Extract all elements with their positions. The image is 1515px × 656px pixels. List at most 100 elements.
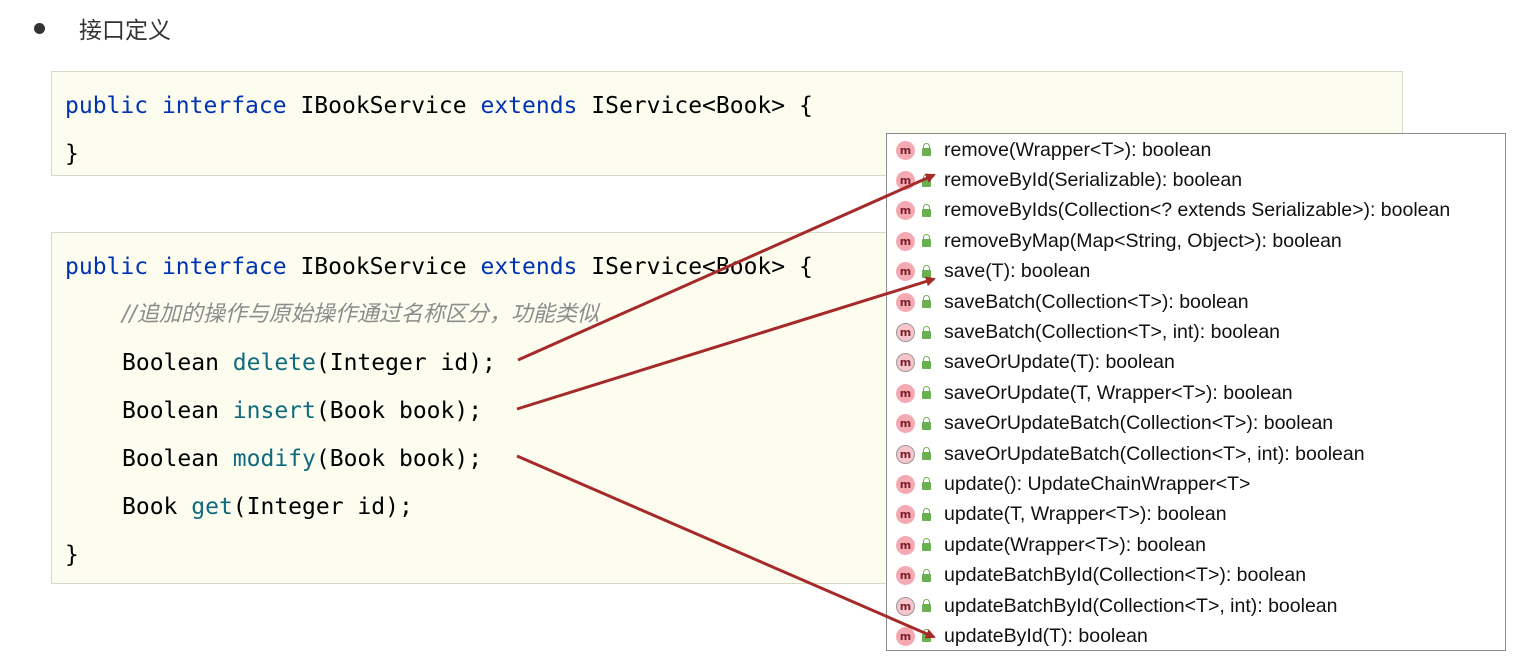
closing-brace: } [65, 141, 79, 167]
suggestion-label: saveBatch(Collection<T>, int): boolean [944, 321, 1281, 344]
public-access-icon [922, 234, 931, 248]
keyword-interface: interface [161, 254, 287, 280]
public-access-icon [922, 507, 931, 521]
method-line-insert: Boolean insert(Book book); [122, 391, 482, 431]
default-method-icon: m [896, 596, 915, 616]
return-type: Boolean [122, 350, 219, 376]
public-access-icon [922, 629, 931, 643]
method-icon: m [896, 535, 915, 555]
method-icon: m [896, 140, 915, 160]
code-comment: //追加的操作与原始操作通过名称区分，功能类似 [122, 294, 599, 334]
public-access-icon [922, 416, 931, 430]
suggestion-label: removeByMap(Map<String, Object>): boolea… [944, 229, 1342, 252]
code-line: } [65, 134, 79, 174]
suggestion-label: update(T, Wrapper<T>): boolean [944, 503, 1227, 526]
method-line-modify: Boolean modify(Book book); [122, 439, 482, 479]
method-name: modify [232, 446, 316, 472]
code-line: } [65, 535, 79, 575]
keyword-extends: extends [480, 254, 578, 280]
public-access-icon [922, 143, 931, 157]
suggestion-label: updateById(T): boolean [944, 624, 1148, 647]
keyword-interface: interface [161, 93, 287, 119]
default-method-icon: m [896, 353, 915, 373]
public-access-icon [922, 173, 931, 187]
return-type: Boolean [122, 398, 219, 424]
suggestion-item[interactable]: m removeByMap(Map<String, Object>): boole… [887, 226, 1505, 256]
method-icon: m [896, 292, 915, 312]
suggestion-item[interactable]: m saveOrUpdateBatch(Collection<T>, int): … [887, 439, 1505, 469]
suggestion-label: removeByIds(Collection<? extends Seriali… [944, 199, 1451, 222]
method-params: (Integer id); [232, 494, 413, 520]
method-icon: m [896, 474, 915, 494]
suggestion-item[interactable]: m saveBatch(Collection<T>): boolean [887, 287, 1505, 317]
suggestion-label: saveBatch(Collection<T>): boolean [944, 290, 1249, 313]
public-access-icon [922, 264, 931, 278]
method-params: (Book book); [315, 446, 483, 472]
comment-text: //追加的操作与原始操作通过名称区分，功能类似 [122, 302, 599, 327]
public-access-icon [922, 325, 931, 339]
method-icon: m [896, 262, 915, 282]
method-icon: m [896, 231, 915, 251]
suggestion-label: updateBatchById(Collection<T>, int): boo… [944, 594, 1338, 617]
suggestion-label: save(T): boolean [944, 260, 1091, 283]
method-icon: m [896, 566, 915, 586]
suggestion-item[interactable]: m remove(Wrapper<T>): boolean [887, 135, 1505, 165]
suggestion-item[interactable]: m saveBatch(Collection<T>, int): boolean [887, 317, 1505, 347]
suggestion-item[interactable]: m update(T, Wrapper<T>): boolean [887, 500, 1505, 530]
public-access-icon [922, 538, 931, 552]
suggestion-label: removeById(Serializable): boolean [944, 169, 1243, 192]
suggestion-item[interactable]: m updateBatchById(Collection<T>, int): bo… [887, 591, 1505, 621]
heading-text: 接口定义 [79, 18, 171, 44]
public-access-icon [922, 295, 931, 309]
return-type: Book [122, 494, 178, 520]
method-icon: m [896, 171, 915, 191]
bullet-icon [34, 22, 45, 34]
return-type: Boolean [122, 446, 219, 472]
superinterface: IService<Book> { [591, 93, 813, 119]
suggestion-label: update(): UpdateChainWrapper<T> [944, 472, 1251, 495]
method-icon: m [896, 383, 915, 403]
keyword-public: public [65, 254, 149, 280]
suggestion-label: saveOrUpdateBatch(Collection<T>): boolea… [944, 412, 1334, 435]
closing-brace: } [65, 542, 79, 568]
suggestion-label: update(Wrapper<T>): boolean [944, 533, 1206, 556]
method-params: (Book book); [315, 398, 483, 424]
suggestion-label: remove(Wrapper<T>): boolean [944, 138, 1212, 161]
suggestion-label: updateBatchById(Collection<T>): boolean [944, 564, 1307, 587]
suggestion-label: saveOrUpdateBatch(Collection<T>, int): b… [944, 442, 1365, 465]
method-name: get [191, 494, 233, 520]
superinterface: IService<Book> { [591, 254, 813, 280]
public-access-icon [922, 203, 931, 217]
heading: 接口定义 [34, 10, 171, 46]
public-access-icon [922, 599, 931, 613]
method-icon: m [896, 505, 915, 525]
public-access-icon [922, 568, 931, 582]
method-name: insert [232, 398, 316, 424]
keyword-public: public [65, 93, 149, 119]
suggestion-item[interactable]: m save(T): boolean [887, 257, 1505, 287]
public-access-icon [922, 355, 931, 369]
suggestion-item[interactable]: m saveOrUpdate(T): boolean [887, 348, 1505, 378]
default-method-icon: m [896, 444, 915, 464]
code-block-interface: public interface IBookService extends IS… [51, 71, 1403, 176]
suggestion-item[interactable]: m update(Wrapper<T>): boolean [887, 530, 1505, 560]
method-icon: m [896, 626, 915, 646]
interface-name: IBookService [300, 254, 467, 280]
default-method-icon: m [896, 323, 915, 343]
suggestion-item[interactable]: m update(): UpdateChainWrapper<T> [887, 469, 1505, 499]
suggestion-item[interactable]: m removeById(Serializable): boolean [887, 165, 1505, 195]
code-line: public interface IBookService extends IS… [65, 86, 813, 126]
keyword-extends: extends [480, 93, 578, 119]
method-line-get: Book get(Integer id); [122, 487, 413, 527]
suggestion-item[interactable]: m updateById(T): boolean [887, 621, 1505, 651]
suggestion-item[interactable]: m updateBatchById(Collection<T>): boolean [887, 560, 1505, 590]
method-line-delete: Boolean delete(Integer id); [122, 343, 496, 383]
public-access-icon [922, 477, 931, 491]
suggestion-label: saveOrUpdate(T): boolean [944, 351, 1175, 374]
method-name: delete [232, 350, 316, 376]
public-access-icon [922, 386, 931, 400]
